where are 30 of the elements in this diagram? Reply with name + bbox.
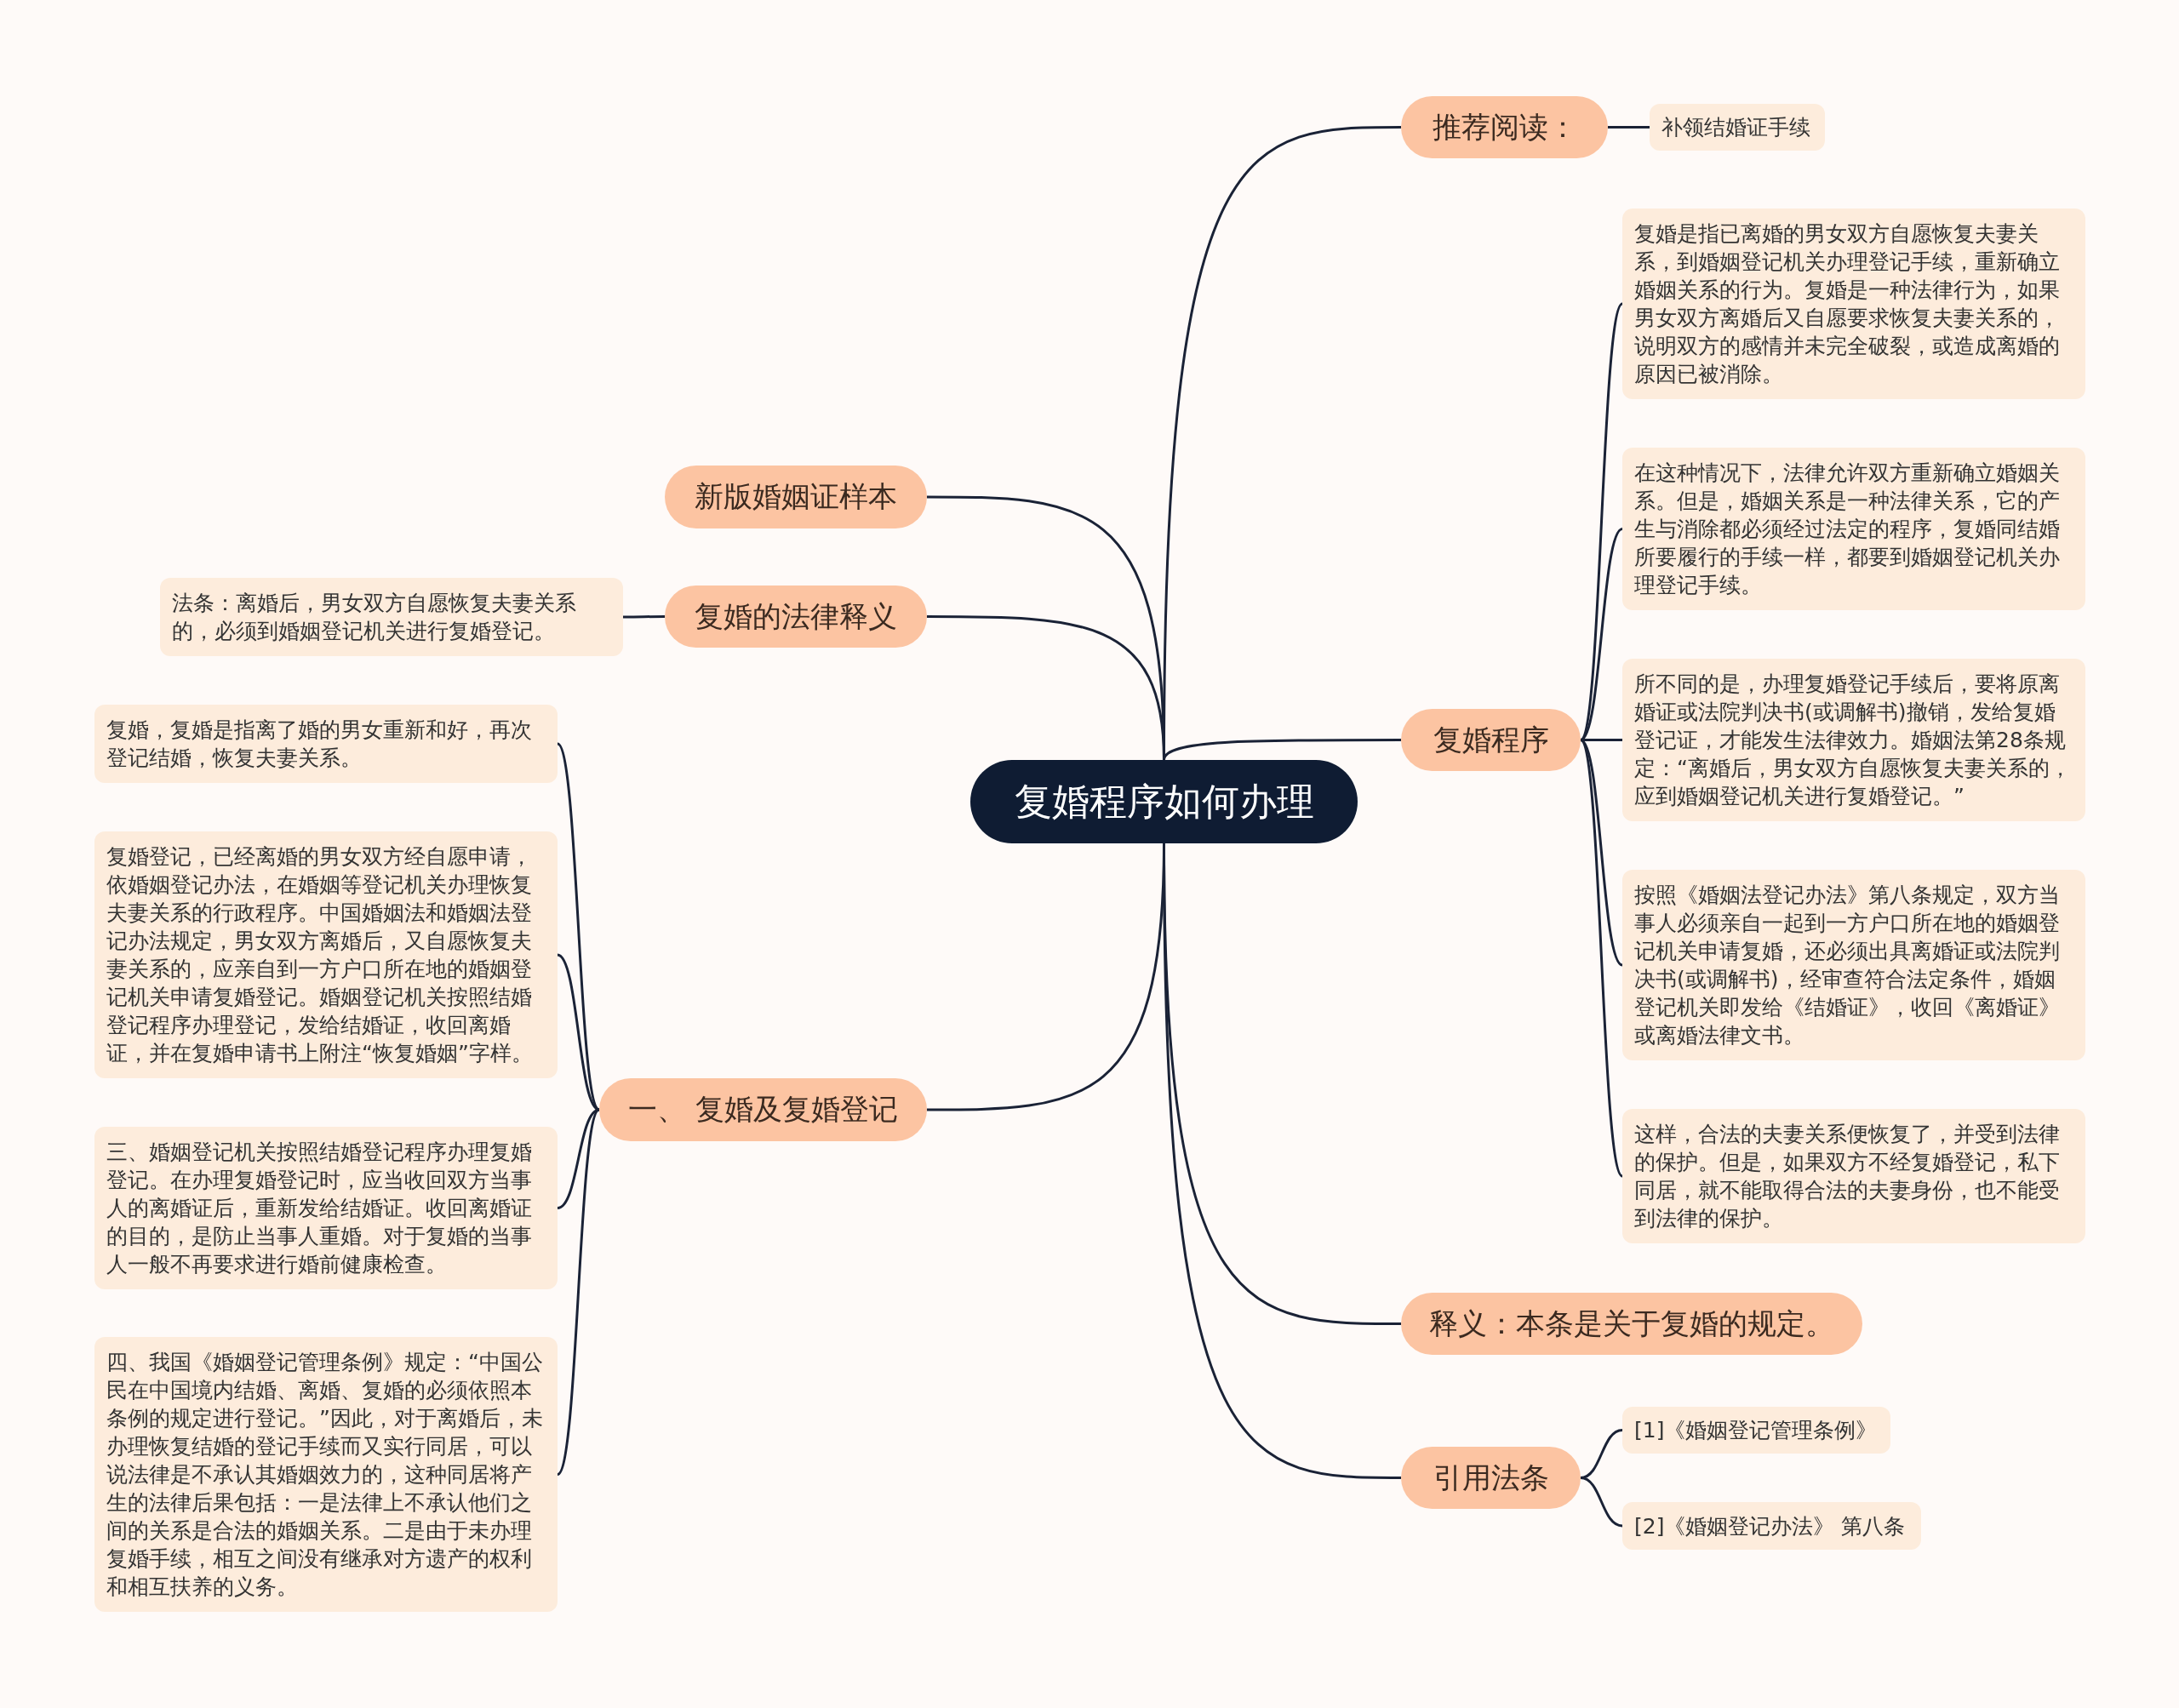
root-topic: 复婚程序如何办理 (970, 760, 1358, 843)
topic-pill: 新版婚姻证样本 (665, 466, 927, 528)
note-card: 四、我国《婚姻登记管理条例》规定：“中国公民在中国境内结婚、离婚、复婚的必须依照本条例的规定进行登记。”因此，对于离婚后，未办理恢复结婚的登记手续而又实行同居，可以说法律是不承认其婚姻效力的，这种同居将产生的法律后果包括：一是法律上不承认他们之间的关系是合法的婚姻关系。二是由于未办理复婚手续，相互之间没有继承对方遗产的权利和相互扶养的义务。 (94, 1337, 558, 1612)
note-card: 复婚是指已离婚的男女双方自愿恢复夫妻关系，到婚姻登记机关办理登记手续，重新确立婚姻关系的行为。复婚是一种法律行为，如果男女双方离婚后又自愿要求恢复夫妻关系的，说明双方的感情并未完全破裂，或造成离婚的原因已被消除。 (1622, 209, 2085, 399)
connector-line (1579, 739, 1624, 1177)
connector-line (1608, 126, 1650, 129)
note-card: 三、婚姻登记机关按照结婚登记程序办理复婚登记。在办理复婚登记时，应当收回双方当事人的离婚证后，重新发给结婚证。收回离婚证的目的，是防止当事人重婚。对于复婚的当事人一般不再要求进行婚前健康检查。 (94, 1127, 558, 1289)
note-card: 在这种情况下，法律允许双方重新确立婚姻关系。但是，婚姻关系是一种法律关系，它的产生与消除都必须经过法定的程序，复婚同结婚所要履行的手续一样，都要到婚姻登记机关办理登记手续。 (1622, 448, 2085, 610)
note-card: [1]《婚姻登记管理条例》 (1622, 1407, 1890, 1454)
note-card: 法条：离婚后，男女双方自愿恢复夫妻关系的，必须到婚姻登记机关进行复婚登记。 (160, 578, 623, 656)
topic-pill: 释义：本条是关于复婚的规定。 (1401, 1293, 1862, 1355)
note-card: 所不同的是，办理复婚登记手续后，要将原离婚证或法院判决书(或调解书)撤销，发给复婚登记证，才能发生法律效力。婚姻法第28条规定：“离婚后，男女双方自愿恢复夫妻关系的，应到婚姻登记机关进行复婚登记。” (1622, 659, 2085, 821)
connector-line (1580, 528, 1623, 741)
note-card: 这样，合法的夫妻关系便恢复了，并受到法律的保护。但是，如果双方不经复婚登记，私下同居，就不能取得合法的夫妻身份，也不能受到法律的保护。 (1622, 1109, 2085, 1243)
connector-line (1163, 739, 1401, 761)
note-card: 补领结婚证手续 (1650, 104, 1825, 151)
note-card: 按照《婚姻法登记办法》第八条规定，双方当事人必须亲自一起到一方户口所在地的婚姻登记机关申请复婚，还必须出具离婚证或法院判决书(或调解书)，经审查符合法定条件，婚姻登记机关即发给《结婚证》，收回《离婚证》或离婚法律文书。 (1622, 870, 2085, 1060)
topic-pill: 一、 复婚及复婚登记 (599, 1078, 927, 1141)
topic-pill: 引用法条 (1401, 1447, 1581, 1509)
topic-pill: 复婚的法律释义 (665, 586, 927, 648)
topic-pill: 复婚程序 (1401, 709, 1581, 771)
connector-line (623, 615, 665, 619)
note-card: [2]《婚姻登记办法》 第八条 (1622, 1502, 1921, 1550)
connector-line (1580, 1477, 1623, 1528)
connector-line (556, 1109, 601, 1476)
note-card: 复婚登记，已经离婚的男女双方经自愿申请，依婚姻登记办法，在婚姻等登记机关办理恢复夫妻关系的行政程序。中国婚姻法和婚姻法登记办法规定，男女双方离婚后，又自愿恢复夫妻关系的，应亲自到一方户口所在地的婚姻登记机关申请复婚登记。婚姻登记机关按照结婚登记程序办理登记，发给结婚证，收回离婚证，并在复婚申请书上附注“恢复婚姻”字样。 (94, 831, 558, 1078)
connector-line (927, 615, 1165, 761)
topic-pill: 推荐阅读： (1401, 96, 1608, 158)
connector-line (1581, 739, 1622, 741)
note-card: 复婚，复婚是指离了婚的男女重新和好，再次登记结婚，恢复夫妻关系。 (94, 705, 558, 783)
